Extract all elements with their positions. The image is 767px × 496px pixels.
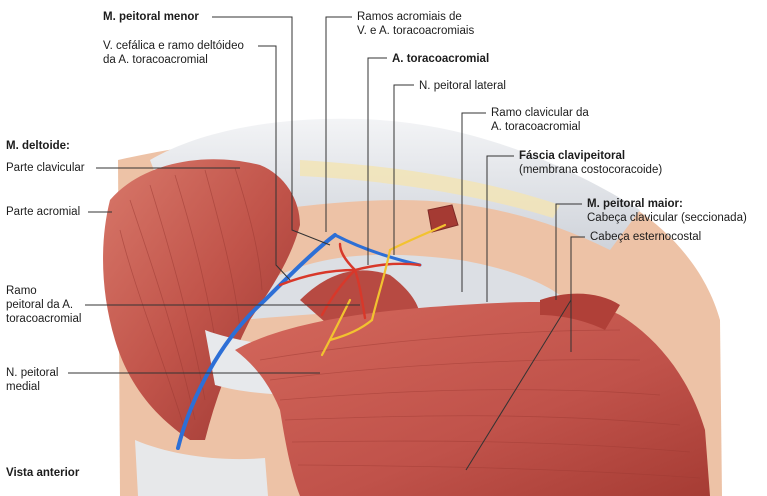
label-vista-anterior: Vista anterior bbox=[6, 467, 80, 479]
label-ramo-clavicular: Ramo clavicular da A. toracoacromial bbox=[491, 106, 589, 134]
label-ramos-acromiais-line2: V. e A. toracoacromiais bbox=[357, 25, 475, 37]
label-peitoral-maior-line1: M. peitoral maior: bbox=[587, 198, 683, 210]
label-m-peitoral-menor: M. peitoral menor bbox=[103, 11, 199, 23]
pectoralis-major-muscle bbox=[235, 302, 710, 496]
leader-fascia bbox=[486, 155, 514, 302]
label-ramo-clavicular-line1: Ramo clavicular da bbox=[491, 107, 589, 119]
label-fascia-line2: (membrana costocoracoide) bbox=[519, 164, 663, 176]
label-n-peitoral-medial: N. peitoral medial bbox=[6, 366, 58, 394]
label-ramos-acromiais-line1: Ramos acromiais de bbox=[357, 11, 462, 23]
cephalic-vein bbox=[176, 233, 337, 450]
clavicle-bone bbox=[300, 160, 560, 218]
label-m-peitoral-maior: M. peitoral maior: Cabeça clavicular (se… bbox=[587, 197, 747, 225]
leader-cabeca-esternocostal bbox=[570, 236, 585, 352]
leader-ramos-acromiais bbox=[325, 16, 352, 232]
arm-band bbox=[135, 440, 268, 496]
thoracoacromial-vein bbox=[333, 233, 422, 267]
leader-v-cefalica bbox=[258, 45, 291, 281]
label-peitoral-maior-line2: Cabeça clavicular (seccionada) bbox=[587, 212, 747, 224]
leader-a-toracoacromial bbox=[367, 57, 387, 265]
label-parte-clavicular: Parte clavicular bbox=[6, 162, 85, 174]
label-v-cefalica-line1: V. cefálica e ramo deltóideo bbox=[103, 40, 244, 52]
label-ramo-clavicular-line2: A. toracoacromial bbox=[491, 121, 581, 133]
label-fascia-clavipeitoral: Fáscia clavipeitoral (membrana costocora… bbox=[519, 149, 662, 177]
leader-peitoral-maior bbox=[555, 203, 582, 300]
thoracoacromial-artery bbox=[338, 242, 357, 272]
label-v-cefalica-line2: da A. toracoacromial bbox=[103, 54, 208, 66]
label-fascia-line1: Fáscia clavipeitoral bbox=[519, 150, 626, 162]
deltoid-muscle bbox=[103, 159, 301, 441]
label-n-peitoral-medial-line1: N. peitoral bbox=[6, 367, 59, 379]
label-parte-acromial: Parte acromial bbox=[6, 206, 81, 218]
leader-esternocostal-long bbox=[465, 299, 572, 471]
label-ramo-peitoral-line3: toracoacromial bbox=[6, 313, 82, 325]
label-n-peitoral-medial-line2: medial bbox=[6, 381, 40, 393]
label-v-cefalica: V. cefálica e ramo deltóideo da A. torac… bbox=[103, 39, 244, 67]
leader-ramo-clavicular bbox=[461, 112, 486, 292]
leader-peitoral-menor bbox=[212, 16, 331, 246]
label-ramos-acromiais: Ramos acromiais de V. e A. toracoacromia… bbox=[357, 10, 474, 38]
label-n-peitoral-lateral: N. peitoral lateral bbox=[419, 80, 506, 92]
pectoralis-minor-muscle bbox=[300, 270, 420, 322]
lateral-pectoral-nerve bbox=[370, 248, 392, 322]
label-ramo-peitoral: Ramo peitoral da A. toracoacromial bbox=[6, 284, 81, 326]
label-ramo-peitoral-line1: Ramo bbox=[6, 285, 37, 297]
label-cabeca-esternocostal: Cabeça esternocostal bbox=[590, 231, 702, 243]
clavicular-head-sectioned bbox=[540, 293, 620, 330]
label-ramo-peitoral-line2: peitoral da A. bbox=[6, 299, 74, 311]
label-a-toracoacromial: A. toracoacromial bbox=[392, 53, 490, 65]
label-m-deltoide: M. deltoide: bbox=[6, 140, 70, 152]
leader-n-peitoral-lateral bbox=[393, 84, 414, 255]
subclavius-cut bbox=[427, 204, 459, 233]
